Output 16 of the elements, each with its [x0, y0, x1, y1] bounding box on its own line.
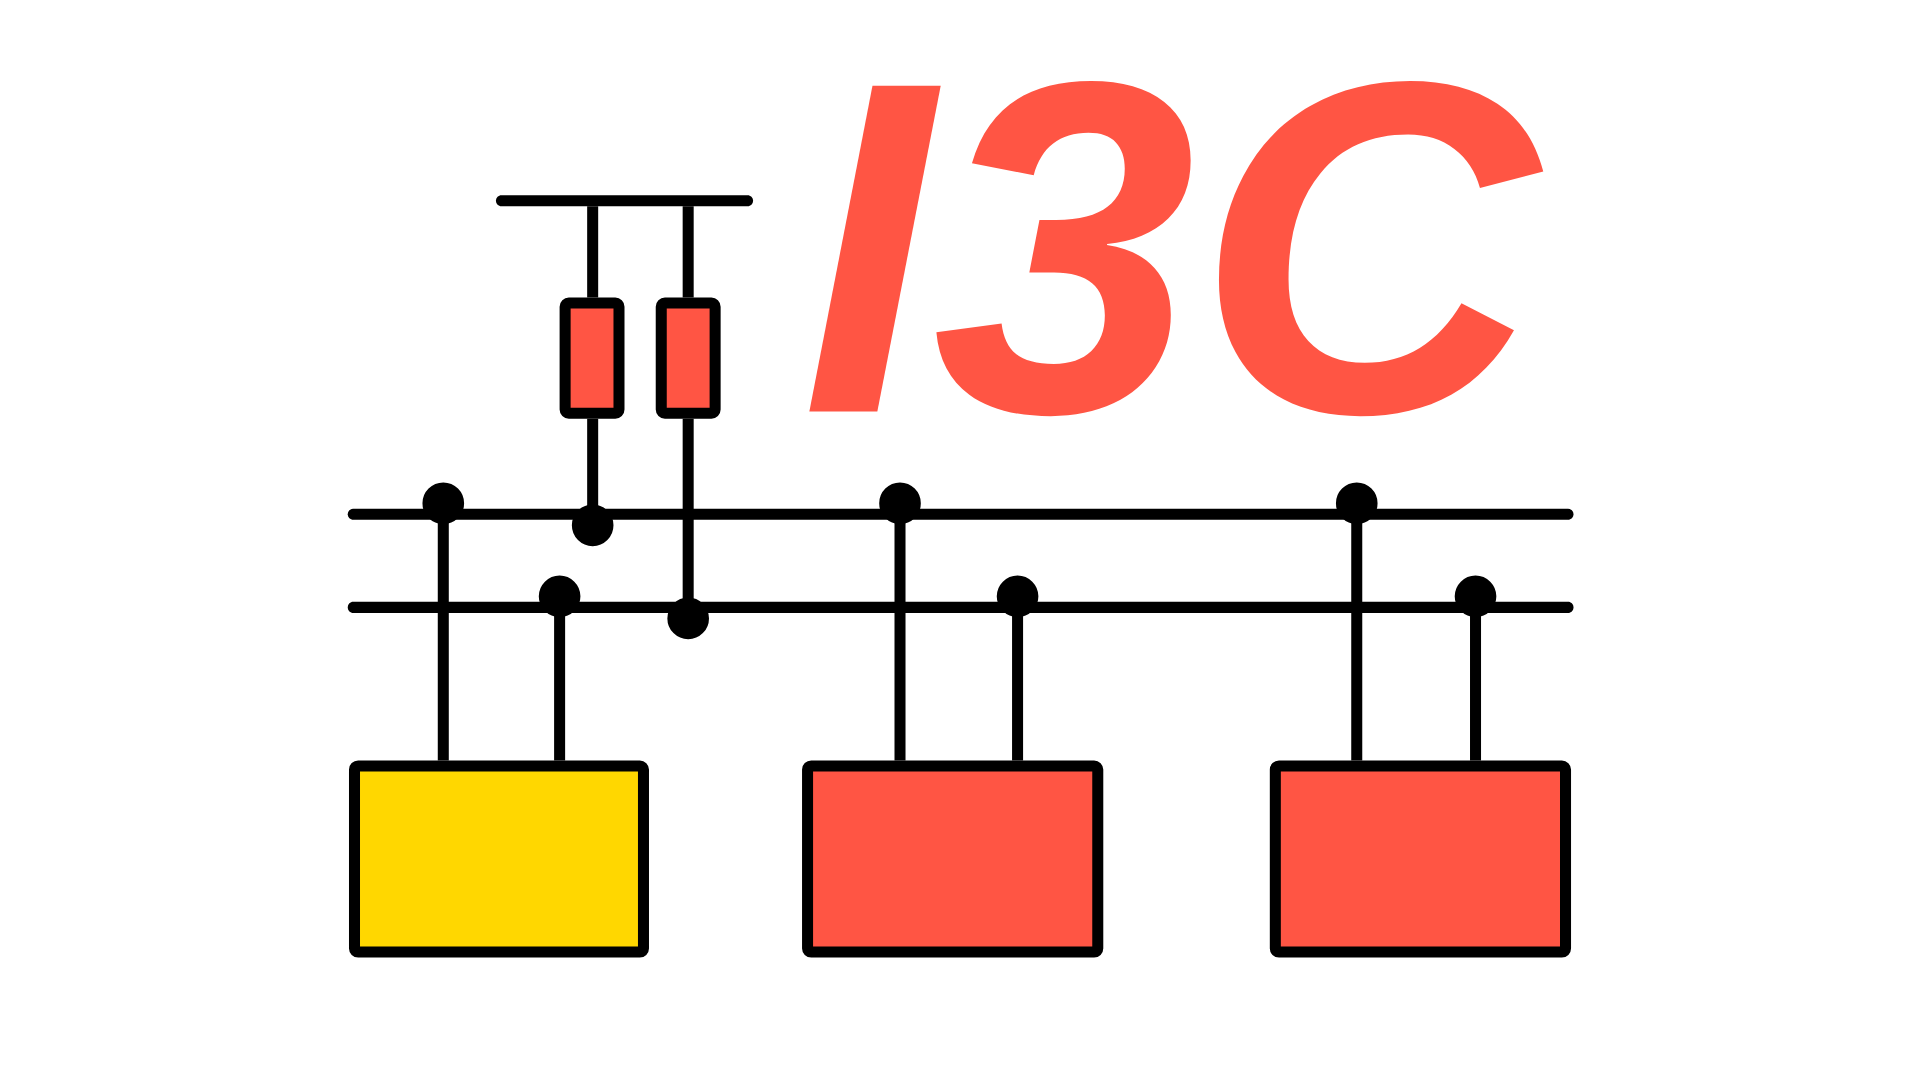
- wire: [996, 575, 1039, 761]
- wire: [682, 206, 694, 298]
- wire: [1335, 482, 1378, 761]
- resistor-symbol: [559, 297, 625, 419]
- resistor-symbol: [655, 297, 721, 419]
- device-box: [1269, 760, 1572, 958]
- device-box: [802, 760, 1104, 958]
- wire: [422, 482, 465, 761]
- title: I3C: [809, 81, 1544, 417]
- wire: [879, 482, 921, 761]
- wire: [571, 418, 614, 547]
- wire: [667, 418, 709, 640]
- wire: [538, 575, 581, 761]
- controller-box: [349, 760, 649, 958]
- wire: [1454, 575, 1497, 761]
- wire: [587, 206, 599, 298]
